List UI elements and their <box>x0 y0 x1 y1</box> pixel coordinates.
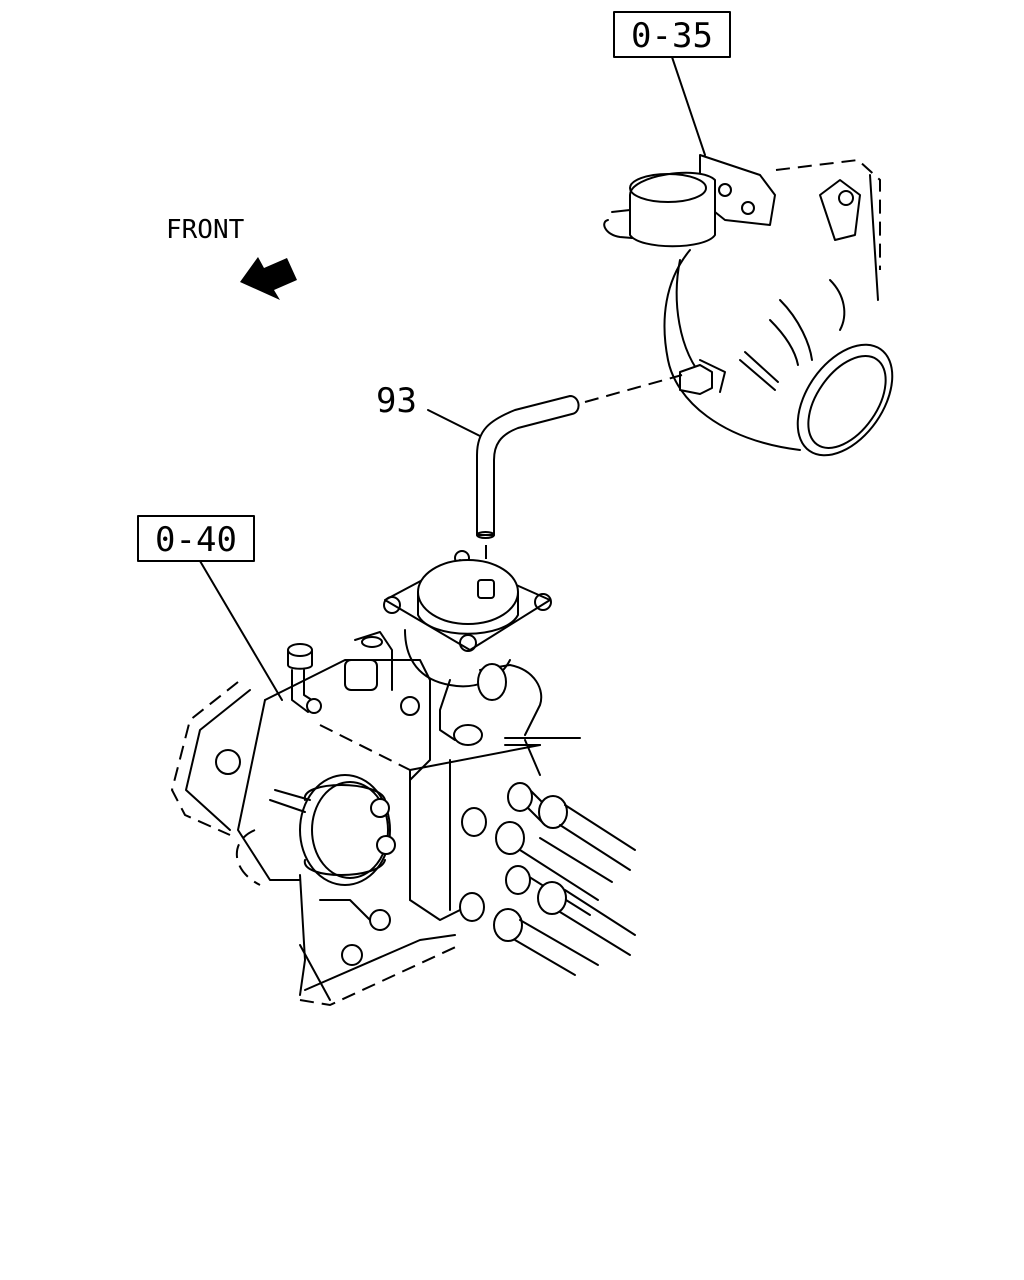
ref-box-0-40[interactable]: 0-40 <box>137 515 255 562</box>
part-label-93: 93 <box>376 381 417 421</box>
leader-line-0-40 <box>199 560 283 701</box>
connection-line-upper <box>584 374 683 403</box>
leader-line-93 <box>427 409 483 438</box>
ref-box-0-35[interactable]: 0-35 <box>613 11 731 58</box>
front-label: FRONT <box>166 215 245 245</box>
thermostat-housing-assembly <box>603 154 894 457</box>
delivery-pipes <box>459 782 636 976</box>
hose-part-93[interactable] <box>476 395 580 539</box>
leader-line-0-35 <box>671 56 706 156</box>
ref-label-0-40: 0-40 <box>155 520 237 560</box>
injection-pump-assembly <box>170 550 636 1007</box>
arrow-up-left-icon <box>240 257 297 300</box>
ref-label-0-35: 0-35 <box>631 16 713 56</box>
